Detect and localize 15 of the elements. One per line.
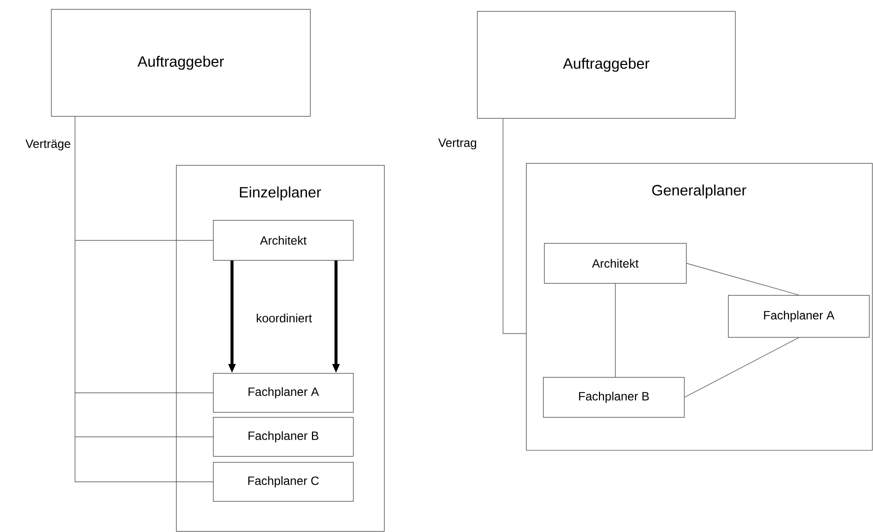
- connector-line: [615, 283, 616, 378]
- role-box: Fachplaner B: [213, 417, 354, 457]
- edge-label: koordiniert: [256, 314, 312, 322]
- role-box: Auftraggeber: [51, 9, 311, 117]
- connector-line: [686, 263, 800, 296]
- role-box: Auftraggeber: [477, 11, 736, 119]
- role-box: Fachplaner A: [213, 373, 354, 413]
- edge-label: Verträge: [26, 140, 70, 150]
- role-box: Fachplaner A: [728, 295, 870, 338]
- role-box: Architekt: [213, 220, 354, 261]
- connector-line: [684, 337, 800, 398]
- edge-label: Vertrag: [438, 138, 476, 150]
- role-box: Fachplaner B: [543, 377, 685, 418]
- role-box: Architekt: [544, 243, 687, 284]
- role-box: Fachplaner C: [213, 462, 354, 502]
